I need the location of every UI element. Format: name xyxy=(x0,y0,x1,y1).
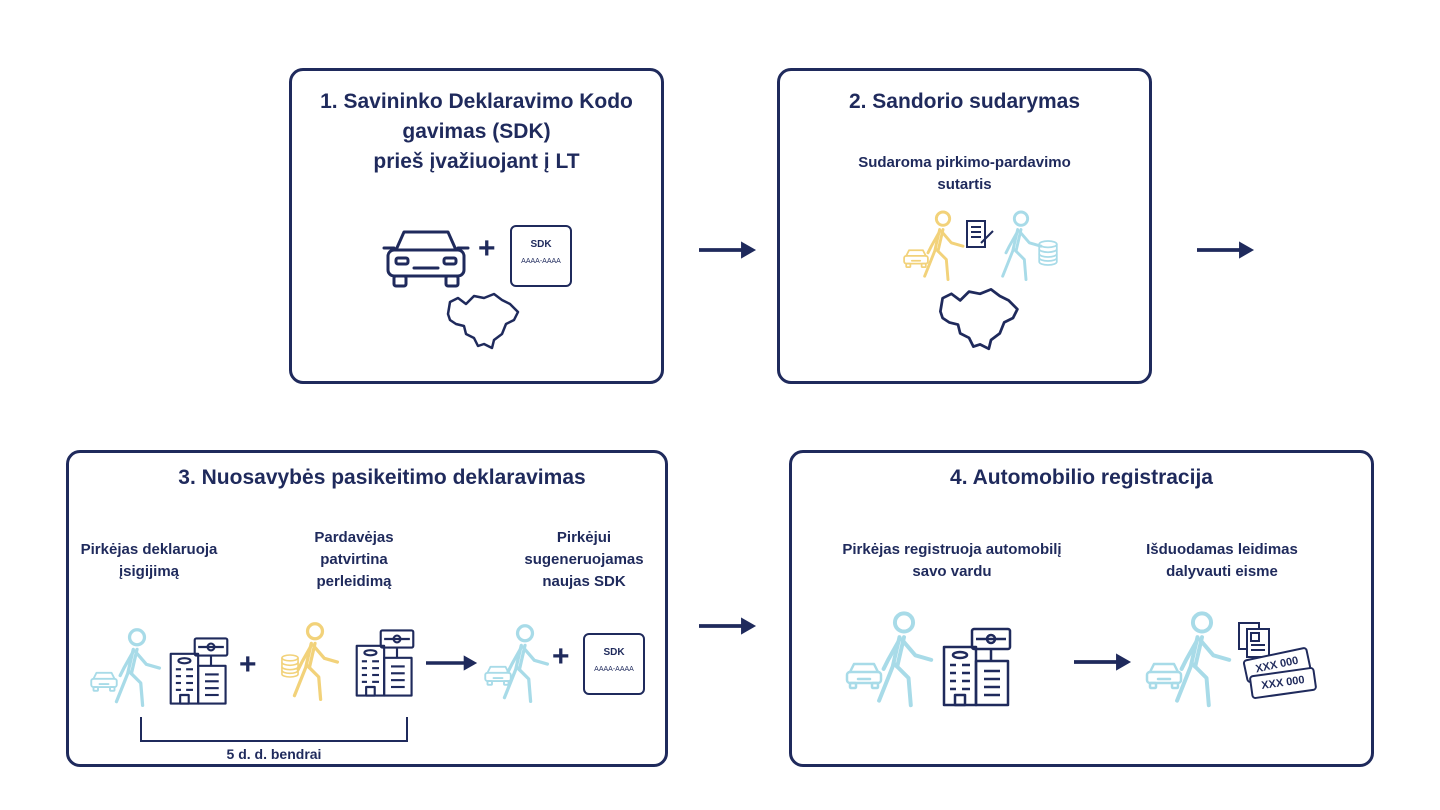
step4-col2-line2: dalyvauti eisme xyxy=(1166,563,1278,580)
step1-title-line3: prieš įvažiuojant į LT xyxy=(373,150,580,173)
step2-title: 2. Sandorio sudarymas xyxy=(848,90,1081,113)
step2-caption: Sudaroma pirkimo-pardavimo sutartis xyxy=(780,152,1149,196)
step3-col2-line2: patvirtina xyxy=(320,551,388,568)
step3-col3-caption: Pirkėjui sugeneruojamas naujas SDK xyxy=(509,527,659,593)
step3-col1-line2: įsigijimą xyxy=(118,563,180,580)
step3-col1-caption: Pirkėjas deklaruoja įsigijimą xyxy=(69,539,229,583)
step3-col2-caption: Pardavėjas patvirtina perleidimą xyxy=(274,527,434,593)
registry-building-icon xyxy=(169,635,229,707)
arrow-right-icon xyxy=(426,653,478,673)
step4-col2-caption: Išduodamas leidimas dalyvauti eisme xyxy=(1112,539,1332,583)
plus-icon: + xyxy=(478,232,496,265)
duration-bracket xyxy=(140,717,408,742)
step1-title: 1. Savininko Deklaravimo Kodo gavimas (S… xyxy=(292,87,661,177)
step3-title: 3. Nuosavybės pasikeitimo deklaravimas xyxy=(178,466,586,489)
license-plate-2-text: XXX 000 xyxy=(1260,674,1306,692)
step3-col1-line1: Pirkėjas deklaruoja xyxy=(80,541,218,558)
sdk-card-icon: SDK AAAA-AAAA xyxy=(583,633,645,695)
documents-icon xyxy=(1238,622,1270,658)
arrow-right-icon xyxy=(699,240,757,260)
step3-col2-line3: perleidimą xyxy=(316,573,392,590)
step1-title-line1: 1. Savininko Deklaravimo Kodo xyxy=(320,90,633,113)
step3-col2-line1: Pardavėjas xyxy=(314,529,394,546)
lithuania-map-icon xyxy=(444,289,524,351)
arrow-right-icon xyxy=(699,616,757,636)
step2-box: 2. Sandorio sudarymas Sudaroma pirkimo-p… xyxy=(777,68,1152,384)
buyer-car-icon xyxy=(483,663,513,687)
step3-box: 3. Nuosavybės pasikeitimo deklaravimas P… xyxy=(66,450,668,767)
sdk-card-label: SDK xyxy=(603,647,625,658)
step4-title: 4. Automobilio registracija xyxy=(950,466,1213,489)
sdk-card-code: AAAA-AAAA xyxy=(521,258,561,265)
step4-col1-line1: Pirkėjas registruoja automobilį xyxy=(842,541,1062,558)
plus-icon: + xyxy=(552,640,570,673)
contract-document-icon xyxy=(966,220,994,248)
registry-building-icon xyxy=(355,627,415,699)
step4-col1-caption: Pirkėjas registruoja automobilį savo var… xyxy=(812,539,1092,583)
arrow-right-icon xyxy=(1197,240,1255,260)
step3-col3-line2: sugeneruojamas xyxy=(524,551,644,568)
step1-title-line2: gavimas (SDK) xyxy=(402,120,551,143)
plus-icon: + xyxy=(239,648,257,681)
sdk-card-icon: SDK AAAA-AAAA xyxy=(510,225,572,287)
buyer-coins-icon xyxy=(1036,239,1060,267)
arrow-right-icon xyxy=(1074,652,1132,672)
step4-col2-line1: Išduodamas leidimas xyxy=(1146,541,1298,558)
step3-col3-line3: naujas SDK xyxy=(542,573,626,590)
step4-col1-line2: savo vardu xyxy=(912,563,992,580)
buyer-car-icon xyxy=(89,669,119,693)
duration-label: 5 d. d. bendrai xyxy=(226,746,322,762)
seller-coins-icon xyxy=(279,653,301,679)
step2-caption-line1: Sudaroma pirkimo-pardavimo xyxy=(858,154,1071,171)
step1-box: 1. Savininko Deklaravimo Kodo gavimas (S… xyxy=(289,68,664,384)
sdk-card-label: SDK xyxy=(530,239,552,250)
seller-car-icon xyxy=(902,247,930,269)
buyer-car-icon xyxy=(844,659,884,691)
car-icon xyxy=(382,230,470,288)
step4-box: 4. Automobilio registracija Pirkėjas reg… xyxy=(789,450,1374,767)
step3-col3-line1: Pirkėjui xyxy=(556,529,612,546)
sdk-card-code: AAAA-AAAA xyxy=(594,666,634,673)
registry-building-icon xyxy=(942,625,1012,709)
lithuania-map-icon xyxy=(935,285,1025,351)
step2-caption-line2: sutartis xyxy=(937,176,992,193)
buyer-car-icon xyxy=(1144,659,1184,691)
